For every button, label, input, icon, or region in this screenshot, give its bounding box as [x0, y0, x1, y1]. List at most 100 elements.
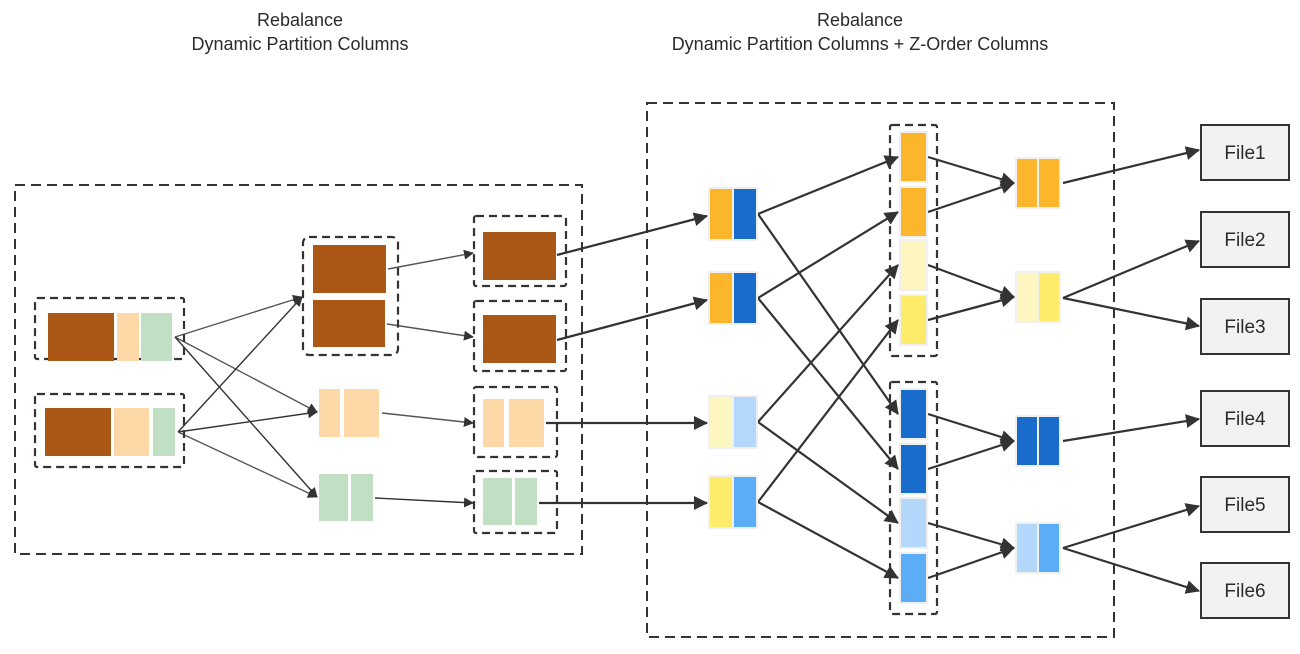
edge-zin4-to-bot4 [757, 501, 899, 579]
shuffle-peach-2 [344, 389, 379, 437]
partition-out-2-brown [483, 315, 556, 363]
zorder-in-4-yellow [710, 477, 732, 527]
input-row-2-green [153, 408, 175, 456]
edge-top2-to-zout1 [927, 180, 1015, 214]
zorder-in-3-light_blue [734, 397, 756, 447]
edge-green-to-out4 [374, 497, 474, 508]
zorder-shuffle-bottom-2 [901, 445, 926, 493]
edge-row2-to-brown [177, 296, 303, 433]
zorder-out-2-right [1039, 273, 1059, 321]
zorder-in-1-orange [710, 189, 732, 239]
zorder-out-4-left [1017, 524, 1037, 572]
file-box-1 [1200, 124, 1290, 181]
file-box-6 [1200, 562, 1290, 619]
zorder-shuffle-top-1 [901, 133, 926, 181]
zorder-shuffle-top-4 [901, 296, 926, 344]
edge-row1-to-brown [174, 294, 303, 338]
edge-zin3-to-top3 [757, 264, 899, 423]
edge-bot3-to-zout4 [927, 521, 1015, 552]
shuffle-green-1 [319, 474, 348, 521]
zorder-in-2-orange [710, 273, 732, 323]
file-label-4: File4 [1224, 409, 1266, 430]
left-stage-container [14, 184, 583, 555]
file-box-4 [1200, 390, 1290, 447]
zorder-shuffle-top-3 [901, 241, 926, 289]
left-title-line2: Dynamic Partition Columns [191, 34, 409, 54]
partition-out-3-peach-2 [509, 399, 544, 447]
edge-zout3-to-file4 [1062, 414, 1200, 443]
zorder-out-1-left [1017, 159, 1037, 207]
zorder-shuffle-top-box [888, 123, 939, 358]
zorder-shuffle-bottom-1 [901, 390, 926, 438]
zorder-in-2-dark_blue [734, 273, 756, 323]
input-row-1-green [141, 313, 172, 361]
file-label-6: File6 [1224, 581, 1265, 602]
edge-peach-to-out3 [381, 412, 474, 427]
file-label-2: File2 [1224, 230, 1265, 251]
edge-top1-to-zout1 [927, 155, 1015, 186]
zorder-shuffle-top-2 [901, 188, 926, 236]
zorder-shuffle-bottom-4 [901, 554, 926, 602]
zorder-out-4-right [1039, 524, 1059, 572]
edge-top4-to-zout2 [927, 293, 1015, 322]
partition-out-3-box [472, 385, 559, 459]
zorder-in-4-mid_blue [734, 477, 756, 527]
partition-out-4-box [472, 469, 559, 535]
edge-row2-to-green [177, 431, 318, 498]
zorder-out-3-right [1039, 417, 1059, 465]
file-label-5: File5 [1224, 495, 1265, 516]
shuffle-green-2 [351, 474, 373, 521]
right-stage-container [646, 102, 1115, 638]
shuffle-brown-2 [313, 300, 385, 347]
edge-zout2-to-file3 [1062, 296, 1200, 331]
partition-out-4-green-1 [483, 478, 512, 525]
edge-brown2-to-out2 [386, 323, 474, 341]
edge-zin2-to-top2 [757, 211, 899, 299]
input-row-1-peach [117, 313, 139, 361]
partition-out-3-peach-1 [483, 399, 504, 447]
file-label-1: File1 [1224, 143, 1265, 164]
partition-out-1-box [472, 214, 568, 288]
edge-zout1-to-file1 [1062, 146, 1200, 185]
edge-row1-to-green [174, 336, 318, 498]
edge-zin2-to-bot2 [757, 297, 899, 470]
edge-zin4-to-top4 [757, 319, 899, 503]
edge-zout4-to-file6 [1062, 546, 1200, 594]
zorder-in-1-dark_blue [734, 189, 756, 239]
zorder-out-2-left [1017, 273, 1037, 321]
file-label-3: File3 [1224, 317, 1265, 338]
edge-zout4-to-file5 [1062, 503, 1200, 550]
edge-row1-to-peach [174, 336, 318, 413]
edge-top3-to-zout2 [927, 263, 1015, 300]
partition-out-2-box [472, 299, 568, 373]
shuffle-brown-1 [313, 245, 386, 293]
partition-out-1-brown [483, 232, 556, 280]
input-row-1-brown [48, 313, 114, 361]
shuffle-peach-1 [319, 389, 340, 437]
zorder-shuffle-bottom-box [888, 380, 939, 616]
edge-bot4-to-zout4 [927, 545, 1015, 580]
edge-row2-to-peach [177, 408, 318, 433]
file-box-2 [1200, 211, 1290, 268]
partition-out-4-green-2 [515, 478, 537, 525]
zorder-out-1-right [1039, 159, 1059, 207]
edge-zout2-to-file2 [1062, 239, 1200, 300]
zorder-out-3-left [1017, 417, 1037, 465]
right-title-line2: Dynamic Partition Columns + Z-Order Colu… [671, 34, 1049, 54]
edge-out2-to-zin2 [556, 296, 708, 342]
input-row-2-box [33, 392, 186, 469]
edge-zin3-to-bot3 [757, 421, 899, 524]
left-title-line1: Rebalance [256, 10, 344, 30]
edge-brown1-to-out1 [387, 249, 474, 270]
edge-bot1-to-zout3 [927, 412, 1015, 444]
zorder-shuffle-bottom-3 [901, 499, 926, 547]
edge-zin1-to-bot1 [757, 213, 899, 415]
file-box-5 [1200, 476, 1290, 533]
file-box-3 [1200, 298, 1290, 355]
right-title: Rebalance Dynamic Partition Columns + Z-… [600, 8, 1120, 56]
right-title-line1: Rebalance [816, 10, 904, 30]
input-row-2-peach [114, 408, 149, 456]
edge-zin1-to-top1 [757, 155, 899, 216]
